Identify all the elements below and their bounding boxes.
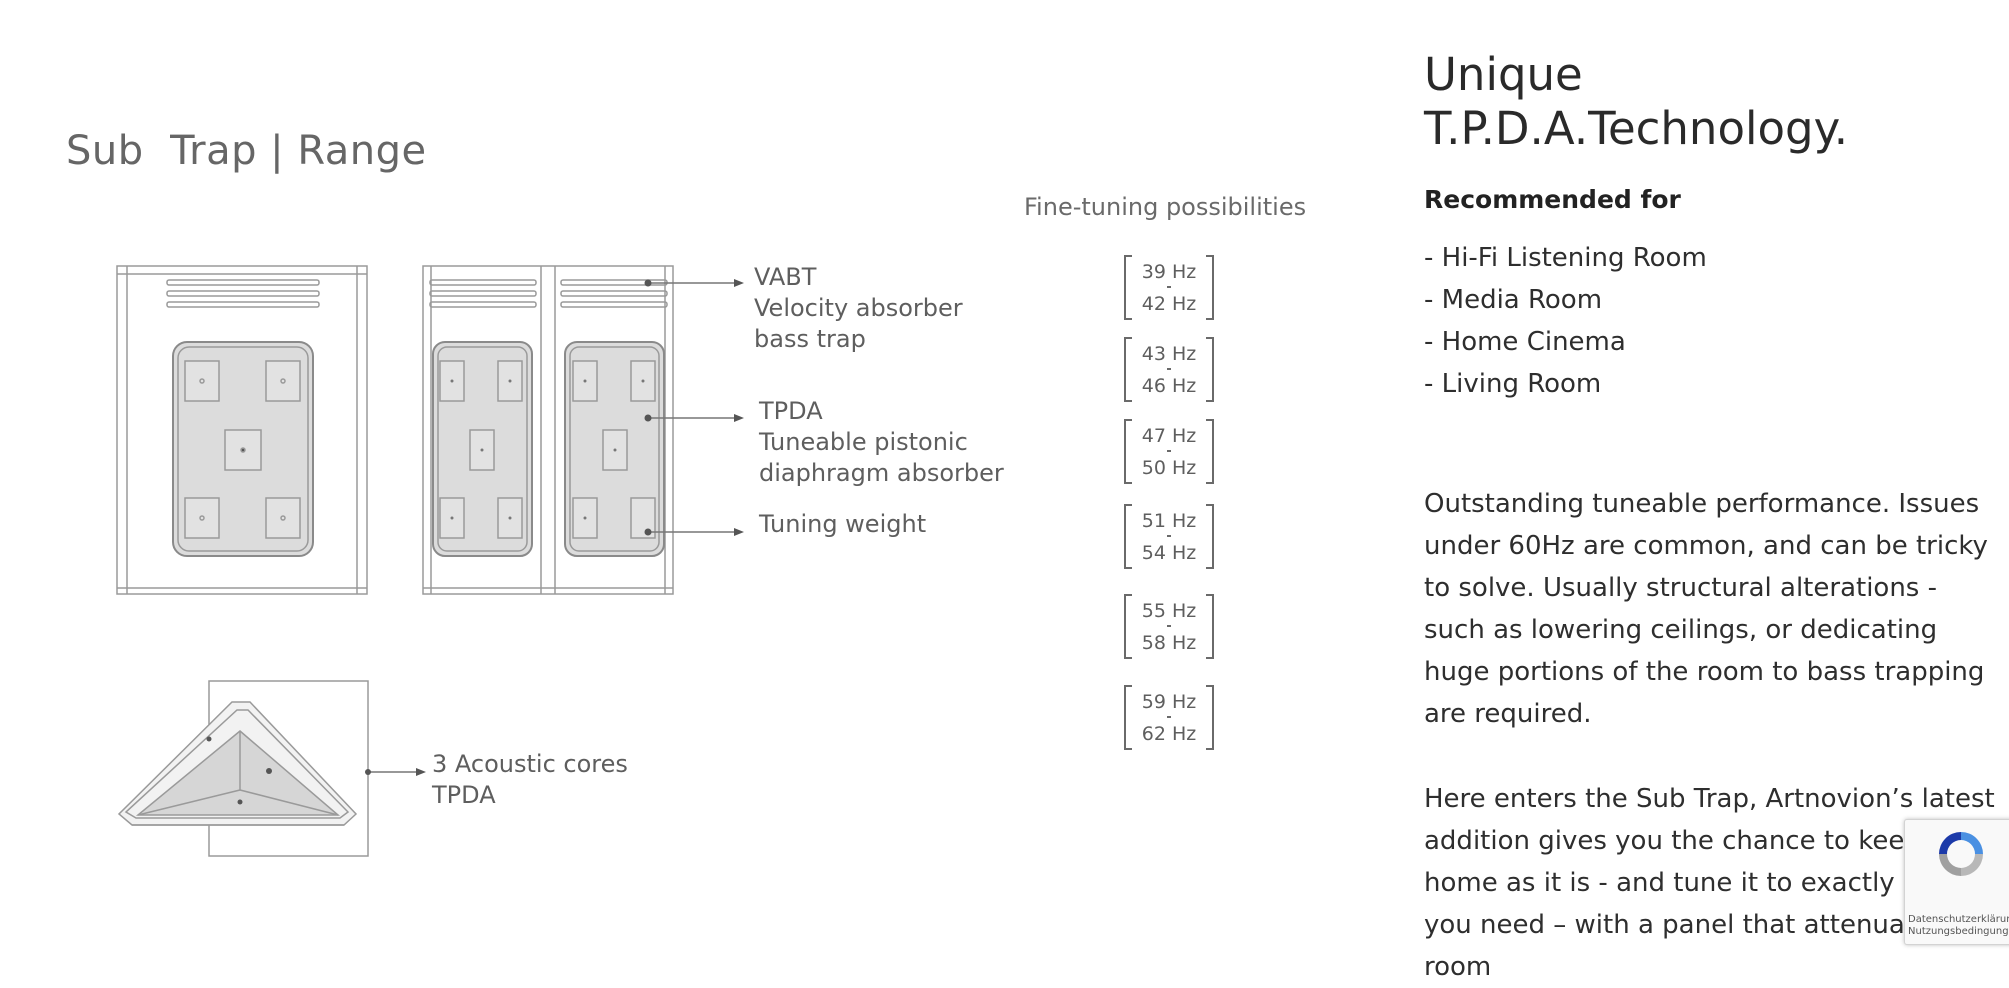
tpda-callout: TPDA Tuneable pistonic diaphragm absorbe… [759, 396, 1004, 489]
tpda-description-line2: diaphragm absorber [759, 459, 1004, 487]
frequency-from: 59 Hz [1141, 691, 1197, 713]
list-item: - Hi-Fi Listening Room [1424, 243, 1707, 273]
single-panel-front-view [116, 265, 368, 595]
acoustic-cores-sublabel: TPDA [432, 781, 496, 809]
frequency-from: 39 Hz [1141, 261, 1197, 283]
list-item: - Home Cinema [1424, 327, 1626, 357]
tpda-description-line1: Tuneable pistonic [759, 428, 968, 456]
headline-line2: T.P.D.A.Technology. [1424, 102, 1849, 155]
frequency-range: 39 Hz 42 Hz [1128, 256, 1210, 320]
acoustic-cores-callout: 3 Acoustic cores TPDA [432, 749, 628, 811]
frequency-from: 43 Hz [1141, 343, 1197, 365]
list-item: - Living Room [1424, 369, 1602, 399]
recommended-title: Recommended for [1424, 185, 1681, 214]
double-panel-front-view [422, 265, 674, 595]
triangular-panel-top-view [117, 680, 418, 857]
recaptcha-logo-icon [1939, 832, 1983, 876]
frequency-to: 58 Hz [1141, 632, 1197, 654]
frequency-to: 54 Hz [1141, 542, 1197, 564]
headline-line1: Unique [1424, 48, 1583, 101]
vabt-description-line2: bass trap [754, 325, 866, 353]
callout-markers [206, 279, 744, 805]
frequency-brackets [1124, 255, 1214, 750]
vabt-label: VABT [754, 263, 817, 291]
product-diagram [116, 255, 1214, 857]
terms-link[interactable]: Nutzungsbedingungen [1908, 926, 2009, 937]
recaptcha-links: Datenschutzerklärung Nutzungsbedingungen [1908, 914, 2009, 938]
frequency-range: 43 Hz 46 Hz [1128, 338, 1210, 402]
frequency-to: 50 Hz [1141, 457, 1197, 479]
frequency-to: 42 Hz [1141, 293, 1197, 315]
tuning-weight-callout: Tuning weight [759, 509, 926, 540]
vabt-description-line1: Velocity absorber [754, 294, 963, 322]
frequency-to: 46 Hz [1141, 375, 1197, 397]
frequency-range: 59 Hz 62 Hz [1128, 686, 1210, 750]
recaptcha-badge[interactable]: Datenschutzerklärung Nutzungsbedingungen [1904, 819, 2009, 945]
frequency-to: 62 Hz [1141, 723, 1197, 745]
fine-tuning-title: Fine-tuning possibilities [1024, 193, 1307, 221]
frequency-from: 51 Hz [1141, 510, 1197, 532]
tpda-label: TPDA [759, 397, 823, 425]
frequency-from: 47 Hz [1141, 425, 1197, 447]
frequency-range: 55 Hz 58 Hz [1128, 595, 1210, 659]
callout-leaders [648, 282, 736, 533]
description-paragraph: Outstanding tuneable performance. Issues… [1424, 489, 1988, 729]
frequency-from: 55 Hz [1141, 600, 1197, 622]
frequency-range: 51 Hz 54 Hz [1128, 505, 1210, 569]
tuning-weight-label: Tuning weight [759, 510, 927, 538]
recommended-list: - Hi-Fi Listening Room - Media Room - Ho… [1424, 237, 1707, 405]
list-item: - Media Room [1424, 285, 1603, 315]
headline: Unique T.P.D.A.Technology. [1424, 48, 1848, 156]
frequency-range: 47 Hz 50 Hz [1128, 420, 1210, 484]
privacy-link[interactable]: Datenschutzerklärung [1908, 914, 2009, 925]
vabt-callout: VABT Velocity absorber bass trap [754, 262, 963, 355]
page-title: Sub Trap | Range [66, 128, 427, 174]
acoustic-cores-label: 3 Acoustic cores [432, 750, 628, 778]
